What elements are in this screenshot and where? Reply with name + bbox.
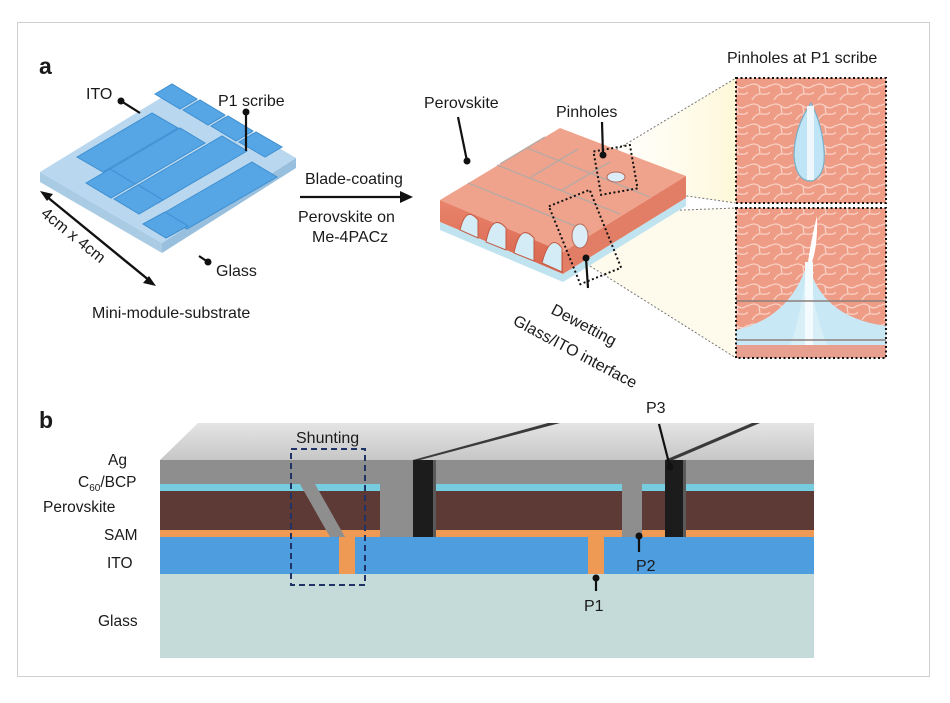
p2-callout: P2 — [635, 532, 656, 575]
zoom-pinhole-panel — [735, 77, 887, 204]
shunting-box — [290, 448, 366, 586]
c60-rest: /BCP — [100, 474, 136, 491]
zoom-title: Pinholes at P1 scribe — [727, 50, 877, 67]
p1-callout: P1 — [584, 574, 604, 615]
perovskite-film — [440, 128, 686, 286]
glass-callout: Glass — [198, 255, 257, 280]
p1-label: P1 — [584, 598, 604, 615]
p1-scribe-callout: P1 scribe — [218, 93, 285, 151]
p1-scribe-label: P1 scribe — [218, 93, 285, 110]
process-arrow — [300, 191, 413, 203]
layer-label-perovskite: Perovskite — [43, 499, 115, 516]
mini-module-substrate — [40, 83, 296, 253]
layer-label-ag: Ag — [108, 452, 127, 469]
layer-label-glass: Glass — [98, 613, 138, 630]
perovskite-callout: Perovskite — [424, 95, 499, 165]
cross-section — [160, 423, 814, 658]
p3-callout: P3 — [646, 400, 674, 471]
shunting-label: Shunting — [296, 430, 359, 447]
process-line3: Me-4PACz — [312, 229, 388, 246]
process-line2: Perovskite on — [298, 209, 395, 226]
pinholes-label: Pinholes — [556, 104, 617, 121]
panel-b-letter: b — [39, 407, 53, 433]
c60-main: C — [78, 474, 89, 491]
perovskite-label: Perovskite — [424, 95, 499, 112]
p3-label: P3 — [646, 400, 666, 417]
layer-label-ito: ITO — [107, 555, 133, 572]
substrate-caption: Mini-module-substrate — [92, 305, 250, 322]
process-line1: Blade-coating — [305, 171, 403, 188]
ito-callout: ITO — [86, 86, 141, 114]
c60-subscript: 60 — [89, 483, 101, 494]
ito-label: ITO — [86, 86, 112, 103]
layer-label-c60-bcp: C60/BCP — [78, 474, 137, 494]
figure-frame — [17, 22, 930, 677]
p2-label: P2 — [636, 558, 656, 575]
glass-label: Glass — [216, 263, 257, 280]
zoom-dewetting-panel — [735, 207, 887, 359]
panel-a-letter: a — [39, 53, 52, 79]
layer-label-sam: SAM — [104, 527, 138, 544]
pinholes-callout: Pinholes — [556, 104, 617, 159]
